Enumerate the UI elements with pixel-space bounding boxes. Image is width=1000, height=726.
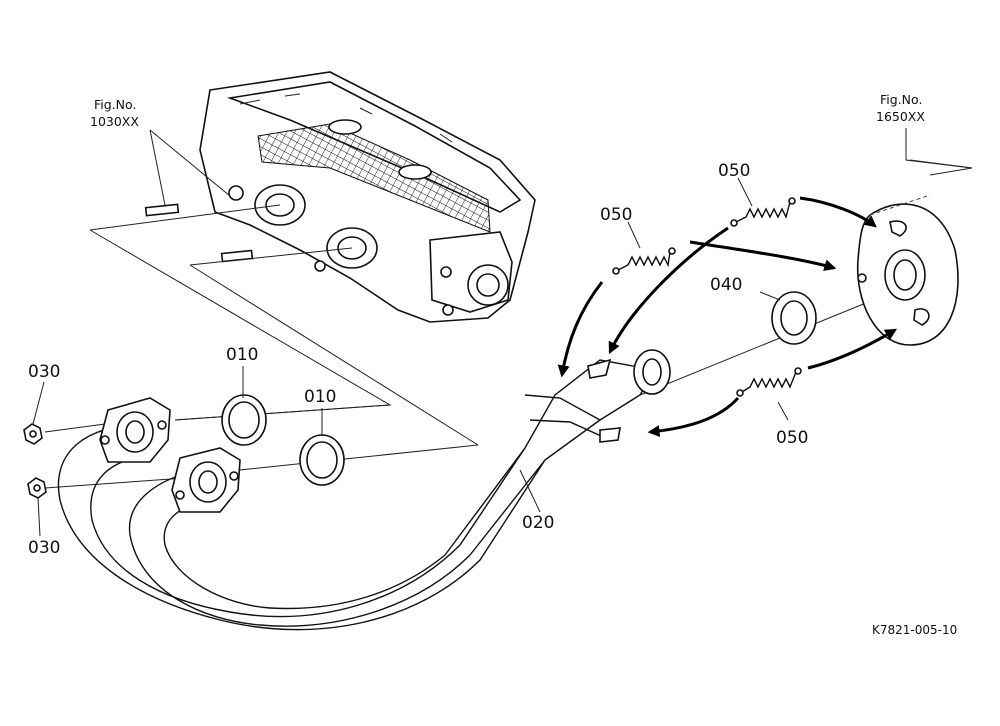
label-gasket-lower: 010 <box>304 387 336 407</box>
label-spring-top-left: 050 <box>600 205 632 225</box>
label-muffler-gasket: 040 <box>710 275 742 295</box>
label-exhaust-pipe: 020 <box>522 513 554 533</box>
spring-050-bottom <box>736 367 802 397</box>
muffler-gasket-040 <box>771 291 817 345</box>
nut-030-upper <box>23 423 43 445</box>
nut-030-lower <box>27 477 47 499</box>
leader-fig-left <box>149 129 231 206</box>
label-spring-top-right: 050 <box>718 161 750 181</box>
label-leaders <box>32 128 973 537</box>
drawing-code: K7821-005-10 <box>872 623 957 637</box>
muffler-end <box>856 194 959 346</box>
assembly-arrows <box>557 196 898 438</box>
cylinder-head <box>199 71 536 323</box>
fig-ref-right-line1: Fig.No. <box>880 92 922 107</box>
label-spring-bottom: 050 <box>776 428 808 448</box>
label-nut-upper: 030 <box>28 362 60 382</box>
fig-ref-left-line2: 1030XX <box>90 114 139 129</box>
fig-ref-left-line1: Fig.No. <box>94 97 136 112</box>
label-nut-lower: 030 <box>28 538 60 558</box>
spring-050-top-right <box>730 197 796 227</box>
exhaust-pipe-assembly <box>57 349 671 631</box>
gasket-010-lower <box>299 434 345 486</box>
spring-050-top-left <box>612 247 676 275</box>
label-gasket-upper: 010 <box>226 345 258 365</box>
gasket-010-upper <box>221 394 267 446</box>
fig-ref-right-line2: 1650XX <box>876 109 925 124</box>
